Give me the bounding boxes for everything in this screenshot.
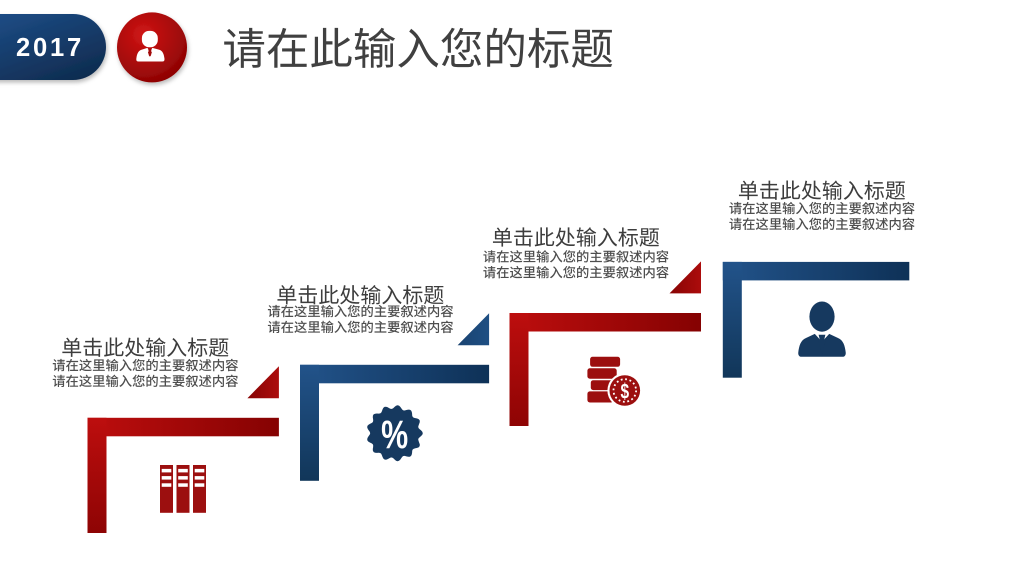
svg-text:$: $ (620, 379, 629, 403)
svg-text:2017: 2017 (16, 34, 84, 62)
svg-text:%: % (381, 412, 408, 457)
